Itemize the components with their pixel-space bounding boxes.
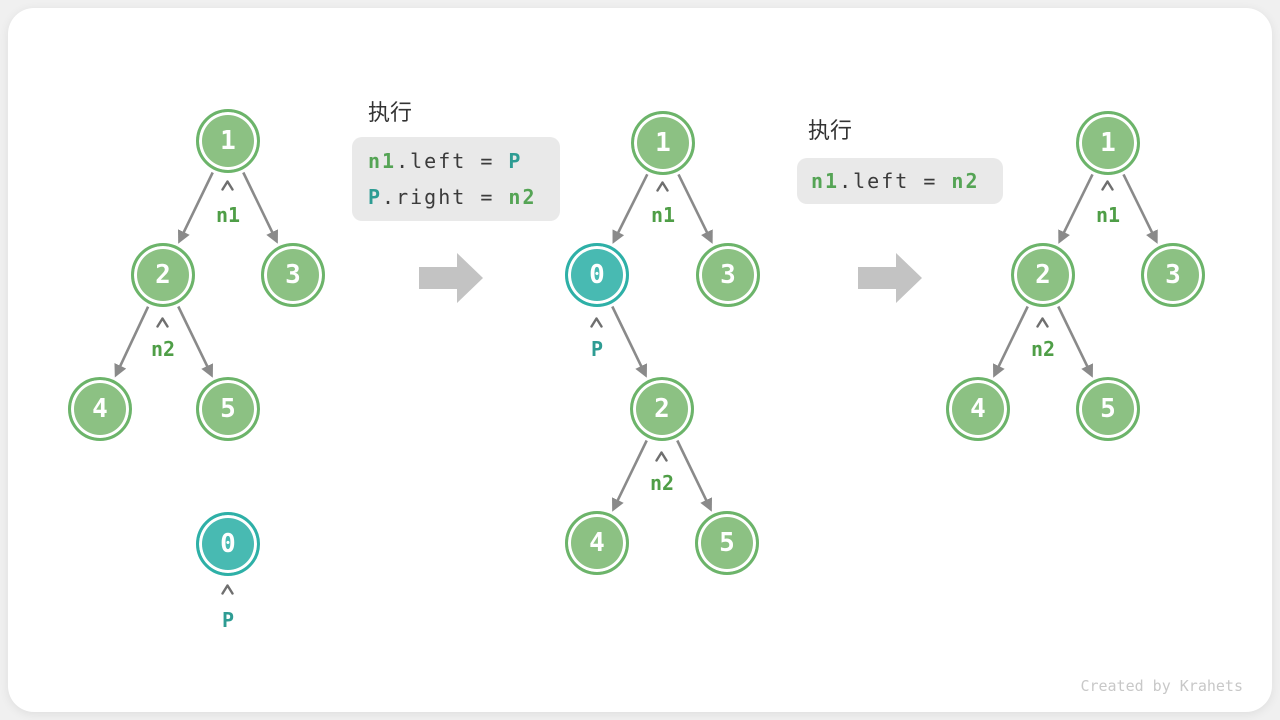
code-token-n2: n2 <box>951 169 980 193</box>
panel1-node-5: 5 <box>196 377 260 441</box>
panel3-node-1: 1 <box>1076 111 1140 175</box>
diagram-card <box>8 8 1272 712</box>
panel2-node-0: 0 <box>565 243 629 307</box>
pointer-label-p: P <box>590 337 604 361</box>
code-token-p: P <box>508 149 523 173</box>
pointer-label-p: P <box>221 608 235 632</box>
panel1-node-3: 3 <box>261 243 325 307</box>
panel3-node-4: 4 <box>946 377 1010 441</box>
panel3-node-2: 2 <box>1011 243 1075 307</box>
code-heading: 执行 <box>808 119 853 144</box>
caret-up-icon <box>655 451 668 462</box>
caret-up-icon <box>656 181 669 192</box>
caret-up-icon <box>221 584 234 595</box>
code-box-1: n1.left = P P.right = n2 <box>352 137 560 221</box>
pointer-label-n2: n2 <box>649 471 675 495</box>
caret-up-icon <box>1036 317 1049 328</box>
pointer-label-n1: n1 <box>215 203 241 227</box>
code-token-n2: n2 <box>508 185 537 209</box>
panel1-node-4: 4 <box>68 377 132 441</box>
block-arrow-right-icon <box>419 253 483 303</box>
panel1-node-0-detached: 0 <box>196 512 260 576</box>
caret-up-icon <box>1101 180 1114 191</box>
code-token-n1: n1 <box>811 169 840 193</box>
pointer-label-n2: n2 <box>150 337 176 361</box>
code-token-plain: .left = <box>396 149 509 173</box>
code-token-p: P <box>368 185 383 209</box>
code-token-plain: .left = <box>839 169 952 193</box>
caret-up-icon <box>221 180 234 191</box>
panel2-node-4: 4 <box>565 511 629 575</box>
caret-up-icon <box>156 317 169 328</box>
code-line: n1.left = P <box>368 143 544 179</box>
panel3-node-5: 5 <box>1076 377 1140 441</box>
panel2-node-3: 3 <box>696 243 760 307</box>
panel2-node-5: 5 <box>695 511 759 575</box>
pointer-label-n2: n2 <box>1030 337 1056 361</box>
code-token-n1: n1 <box>368 149 397 173</box>
block-arrow-right-icon <box>858 253 922 303</box>
panel1-node-1: 1 <box>196 109 260 173</box>
panel2-node-2: 2 <box>630 377 694 441</box>
panel3-node-3: 3 <box>1141 243 1205 307</box>
panel2-node-1: 1 <box>631 111 695 175</box>
code-heading: 执行 <box>368 101 413 126</box>
pointer-label-n1: n1 <box>650 203 676 227</box>
code-token-plain: .right = <box>382 185 509 209</box>
panel1-node-2: 2 <box>131 243 195 307</box>
code-box-2: n1.left = n2 <box>797 158 1003 204</box>
pointer-label-n1: n1 <box>1095 203 1121 227</box>
code-line: P.right = n2 <box>368 179 544 215</box>
caret-up-icon <box>590 317 603 328</box>
code-line: n1.left = n2 <box>811 163 989 199</box>
credit-text: Created by Krahets <box>1080 677 1243 695</box>
